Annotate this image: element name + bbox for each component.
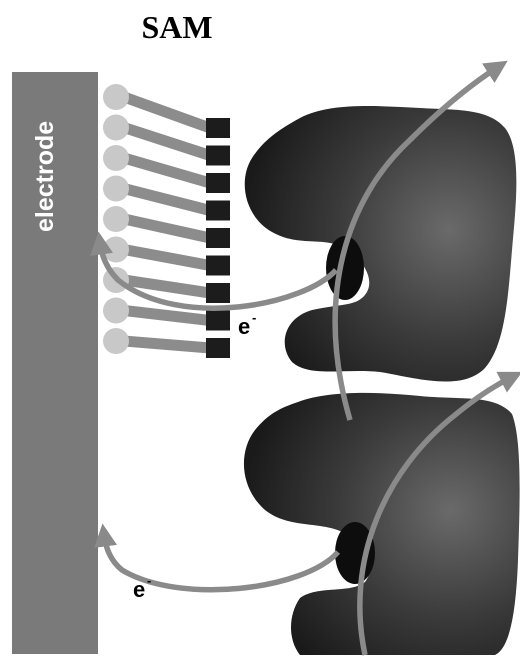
sam-monolayer: [103, 84, 230, 358]
electron-charge-bottom: -: [147, 573, 151, 588]
sam-head-group: [103, 115, 129, 141]
protein-bottom-active-site: [335, 522, 375, 584]
sam-terminal-group: [206, 173, 230, 193]
sam-terminal-group: [206, 338, 230, 358]
electron-label-bottom: e: [133, 577, 145, 602]
protein-bottom-body: [244, 393, 520, 655]
sam-head-group: [103, 84, 129, 110]
sam-terminal-group: [206, 283, 230, 303]
protein-bottom: [244, 393, 520, 655]
sam-head-group: [103, 206, 129, 232]
sam-chain: [124, 158, 210, 183]
electron-label-top: e: [238, 314, 250, 339]
electron-charge-top: -: [252, 310, 256, 325]
sam-terminals: [206, 118, 230, 358]
sam-terminal-group: [206, 201, 230, 221]
sam-head-group: [103, 145, 129, 171]
sam-heads: [103, 84, 129, 354]
protein-top: [245, 106, 517, 381]
diagram-title: SAM: [141, 9, 212, 45]
sam-head-group: [103, 176, 129, 202]
sam-chain: [124, 219, 210, 238]
sam-chains: [124, 97, 210, 348]
sam-terminal-group: [206, 146, 230, 166]
sam-chain: [124, 128, 210, 156]
sam-chain: [124, 189, 210, 211]
sam-chain: [124, 341, 210, 348]
sam-head-group: [103, 298, 129, 324]
sam-terminal-group: [206, 311, 230, 331]
electrode-label: electrode: [31, 121, 59, 232]
sam-chain: [124, 97, 210, 128]
sam-terminal-group: [206, 228, 230, 248]
protein-top-body: [245, 106, 517, 381]
sam-chain: [124, 250, 210, 266]
sam-chain: [124, 311, 210, 321]
sam-head-group: [103, 328, 129, 354]
sam-terminal-group: [206, 118, 230, 138]
sam-terminal-group: [206, 256, 230, 276]
